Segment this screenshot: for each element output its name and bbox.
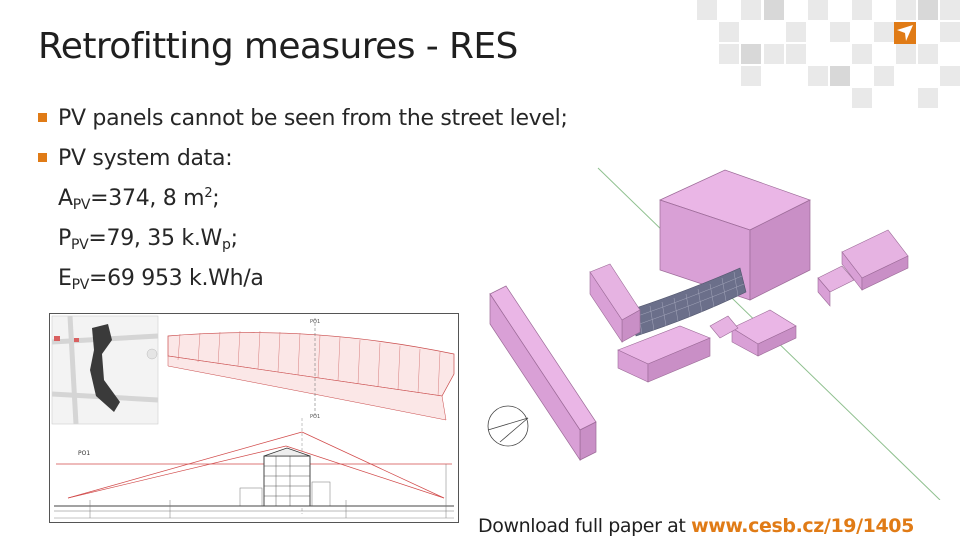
pv-power-punct: ; bbox=[230, 226, 238, 251]
pv-energy-symbol: E bbox=[58, 266, 72, 291]
pv-energy-line: EPV=69 953 k.Wh/a bbox=[58, 266, 264, 293]
pv-power-symbol: P bbox=[58, 226, 71, 251]
slide-title: Retrofitting measures - RES bbox=[38, 26, 518, 67]
paper-link[interactable]: www.cesb.cz/19/1405 bbox=[691, 515, 914, 537]
pv-power-value: =79, 35 k.W bbox=[88, 226, 222, 251]
arrow-icon bbox=[897, 25, 913, 41]
pv-area-value: =374, 8 m bbox=[90, 186, 205, 211]
bullet-square-icon bbox=[38, 153, 47, 162]
pv-area-superscript: 2 bbox=[204, 186, 213, 201]
pv-area-symbol: A bbox=[58, 186, 73, 211]
pv-power-line: PPV=79, 35 k.Wp; bbox=[58, 226, 238, 253]
bullet-text: PV system data: bbox=[58, 146, 233, 171]
drawing-graphic: PO1 PO1 PO1 bbox=[51, 315, 455, 519]
model-graphic bbox=[487, 167, 941, 501]
logo-icon bbox=[894, 22, 916, 44]
svg-text:PO1: PO1 bbox=[310, 319, 320, 325]
pv-area-punct: ; bbox=[212, 186, 220, 211]
bullet-text: PV panels cannot be seen from the street… bbox=[58, 106, 568, 131]
pv-area-line: APV=374, 8 m2; bbox=[58, 186, 220, 213]
pv-area-subscript: PV bbox=[72, 197, 91, 213]
pv-power-unit-subscript: p bbox=[221, 237, 231, 253]
technical-drawing-image: PO1 PO1 PO1 bbox=[49, 313, 459, 523]
svg-text:PO1: PO1 bbox=[78, 450, 90, 457]
footer-prefix: Download full paper at bbox=[478, 515, 692, 537]
pv-energy-subscript: PV bbox=[71, 277, 90, 293]
3d-model-image bbox=[470, 160, 960, 501]
pv-energy-value: =69 953 k.Wh/a bbox=[89, 266, 264, 291]
download-footer: Download full paper at www.cesb.cz/19/14… bbox=[478, 515, 914, 537]
svg-text:PO1: PO1 bbox=[310, 414, 320, 420]
pv-power-subscript: PV bbox=[70, 237, 89, 253]
bullet-square-icon bbox=[38, 113, 47, 122]
